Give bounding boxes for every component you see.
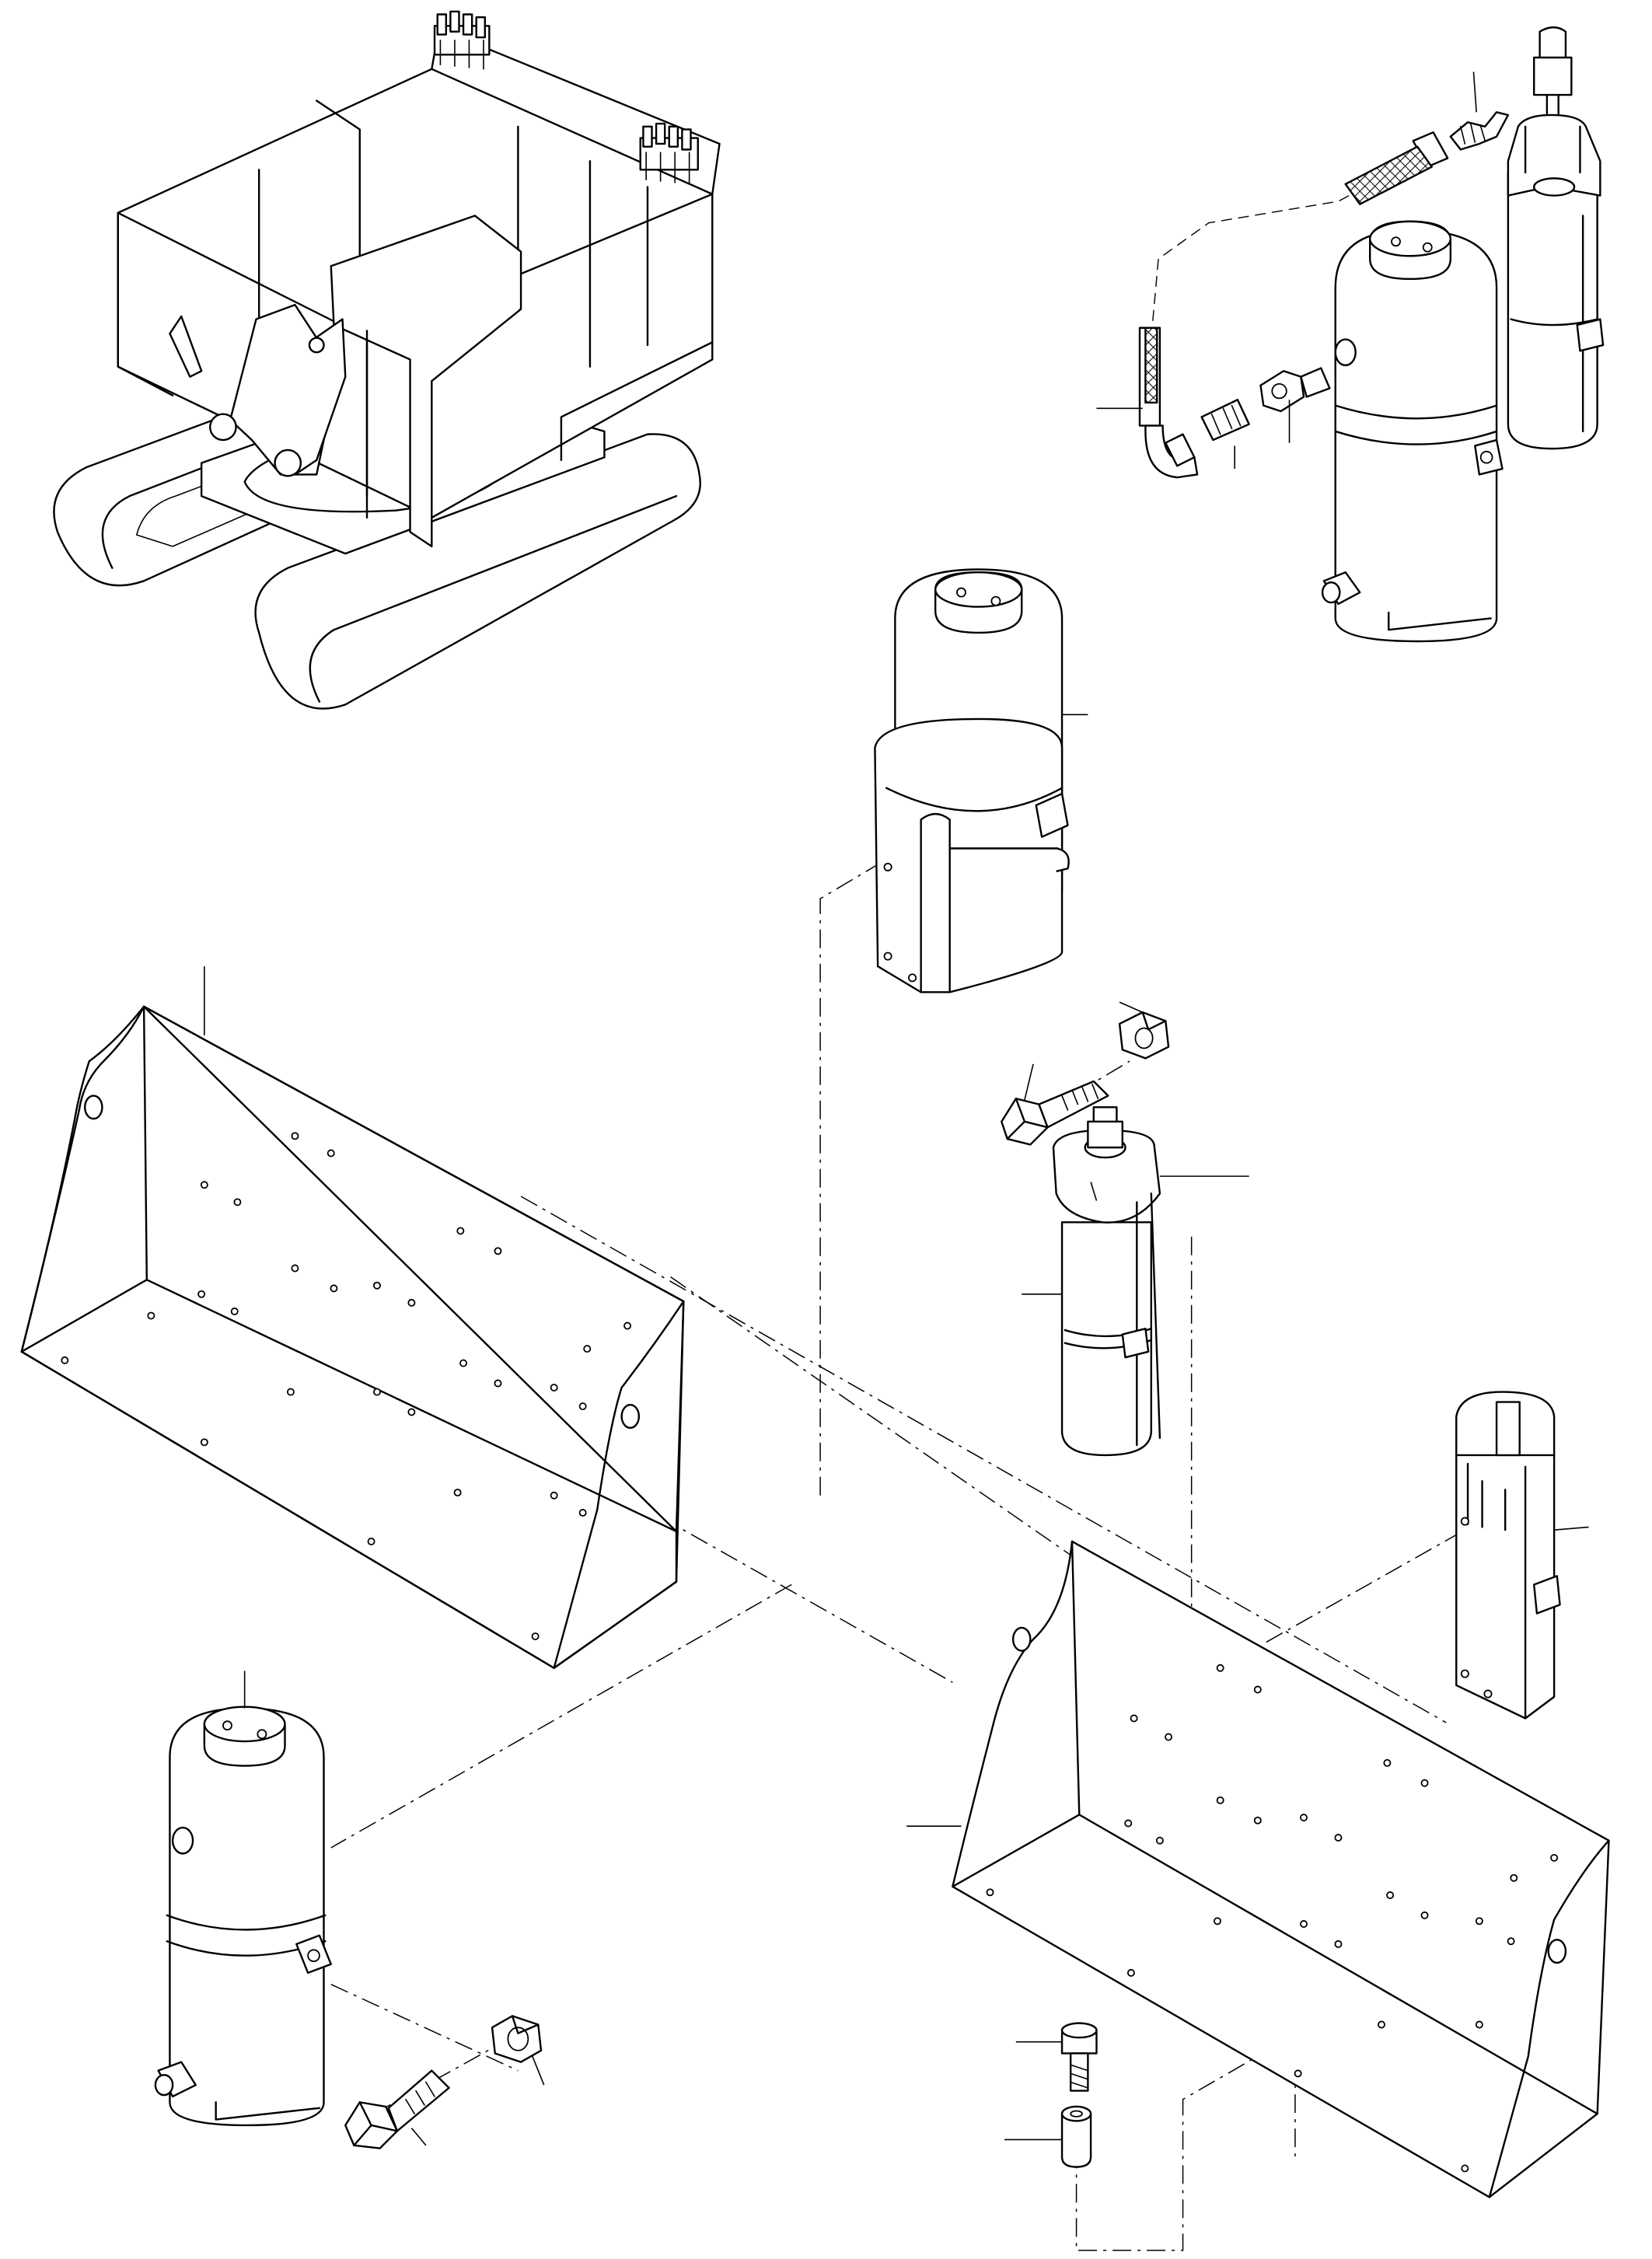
nozzle-manifold-right — [641, 124, 698, 184]
mounting-tray-left — [22, 1007, 683, 1668]
callout-leader-c06[interactable] — [1119, 1002, 1143, 1012]
callout-leaders — [204, 72, 1589, 2145]
nozzle-manifold-left — [435, 12, 489, 69]
bolt-and-spacer-lower-right — [1062, 2023, 1096, 2167]
callout-leader-c15[interactable] — [411, 2128, 426, 2146]
propellant-cartridge-upper — [1508, 27, 1603, 449]
hex-bolt-and-nut-middle — [1001, 1012, 1168, 1144]
callout-leader-c11[interactable] — [1554, 1527, 1588, 1530]
cartridge-bracket-right — [1456, 1392, 1559, 1719]
mounting-tray-right — [952, 1541, 1608, 2197]
tank-with-bracket — [875, 570, 1068, 993]
callout-leader-c14[interactable] — [533, 2056, 544, 2085]
fire-suppression-tank-with-fittings — [1322, 222, 1502, 641]
callout-leader-c01[interactable] — [1473, 72, 1476, 112]
tray-right-holes — [987, 1665, 1557, 2172]
tank-lower-left — [155, 1707, 331, 2125]
nozzle-fitting-assembly — [1140, 112, 1508, 477]
cartridge-in-holder-middle — [1053, 1107, 1160, 1455]
callout-leader-c07[interactable] — [1025, 1064, 1033, 1100]
hex-bolt-and-nut-lower-left — [345, 2016, 541, 2148]
callout-leader-c18[interactable] — [1091, 1182, 1096, 1201]
tray-left-holes — [61, 1133, 630, 1639]
excavator-overview — [54, 12, 719, 709]
